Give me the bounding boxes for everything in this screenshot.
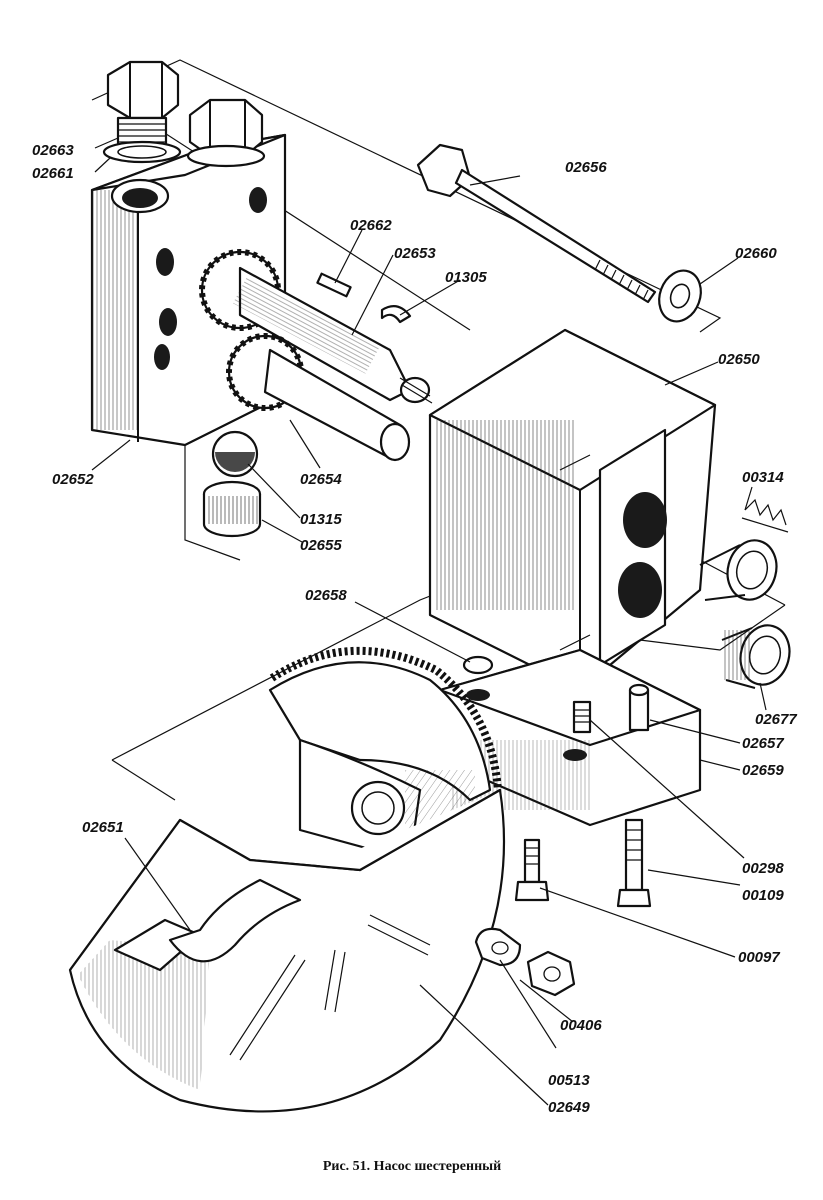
label-00298: 00298: [742, 860, 784, 877]
leader-lines: [91, 137, 767, 1106]
label-00097: 00097: [738, 949, 780, 966]
plug-screws: [102, 60, 266, 168]
label-02657: 02657: [742, 735, 784, 752]
label-00513: 00513: [548, 1072, 590, 1089]
label-01305: 01305: [445, 269, 487, 286]
ball-and-bushing: [202, 430, 262, 538]
label-02654: 02654: [300, 471, 342, 488]
part-labels: 02663 02661 02656 02662 02653 01305 0266…: [32, 142, 797, 1116]
bottom-fasteners: [474, 818, 652, 997]
label-02652: 02652: [52, 471, 94, 488]
pin-and-key: [316, 272, 412, 324]
label-00314: 00314: [742, 469, 784, 486]
base-plate: [438, 648, 702, 827]
driven-gear: [226, 333, 411, 462]
rollers: [699, 539, 791, 689]
label-02661: 02661: [32, 165, 74, 182]
label-02659: 02659: [742, 762, 784, 779]
label-02662: 02662: [350, 217, 392, 234]
label-00406: 00406: [560, 1017, 602, 1034]
spring: [741, 498, 789, 533]
cover-block: [428, 328, 717, 692]
label-02655: 02655: [300, 537, 342, 554]
long-bolt: [416, 143, 702, 323]
label-02656: 02656: [565, 159, 607, 176]
figure-caption: Рис. 51. Насос шестеренный: [323, 1159, 501, 1174]
curved-guard: [68, 788, 506, 1113]
drive-gear: [199, 249, 433, 404]
label-02677: 02677: [755, 711, 797, 728]
label-02660: 02660: [735, 245, 777, 262]
label-02653: 02653: [394, 245, 436, 262]
label-02650: 02650: [718, 351, 760, 368]
label-02663: 02663: [32, 142, 74, 159]
label-02649: 02649: [548, 1099, 590, 1116]
label-02651: 02651: [82, 819, 124, 836]
label-02658: 02658: [305, 587, 347, 604]
label-01315: 01315: [300, 511, 342, 528]
label-00109: 00109: [742, 887, 784, 904]
